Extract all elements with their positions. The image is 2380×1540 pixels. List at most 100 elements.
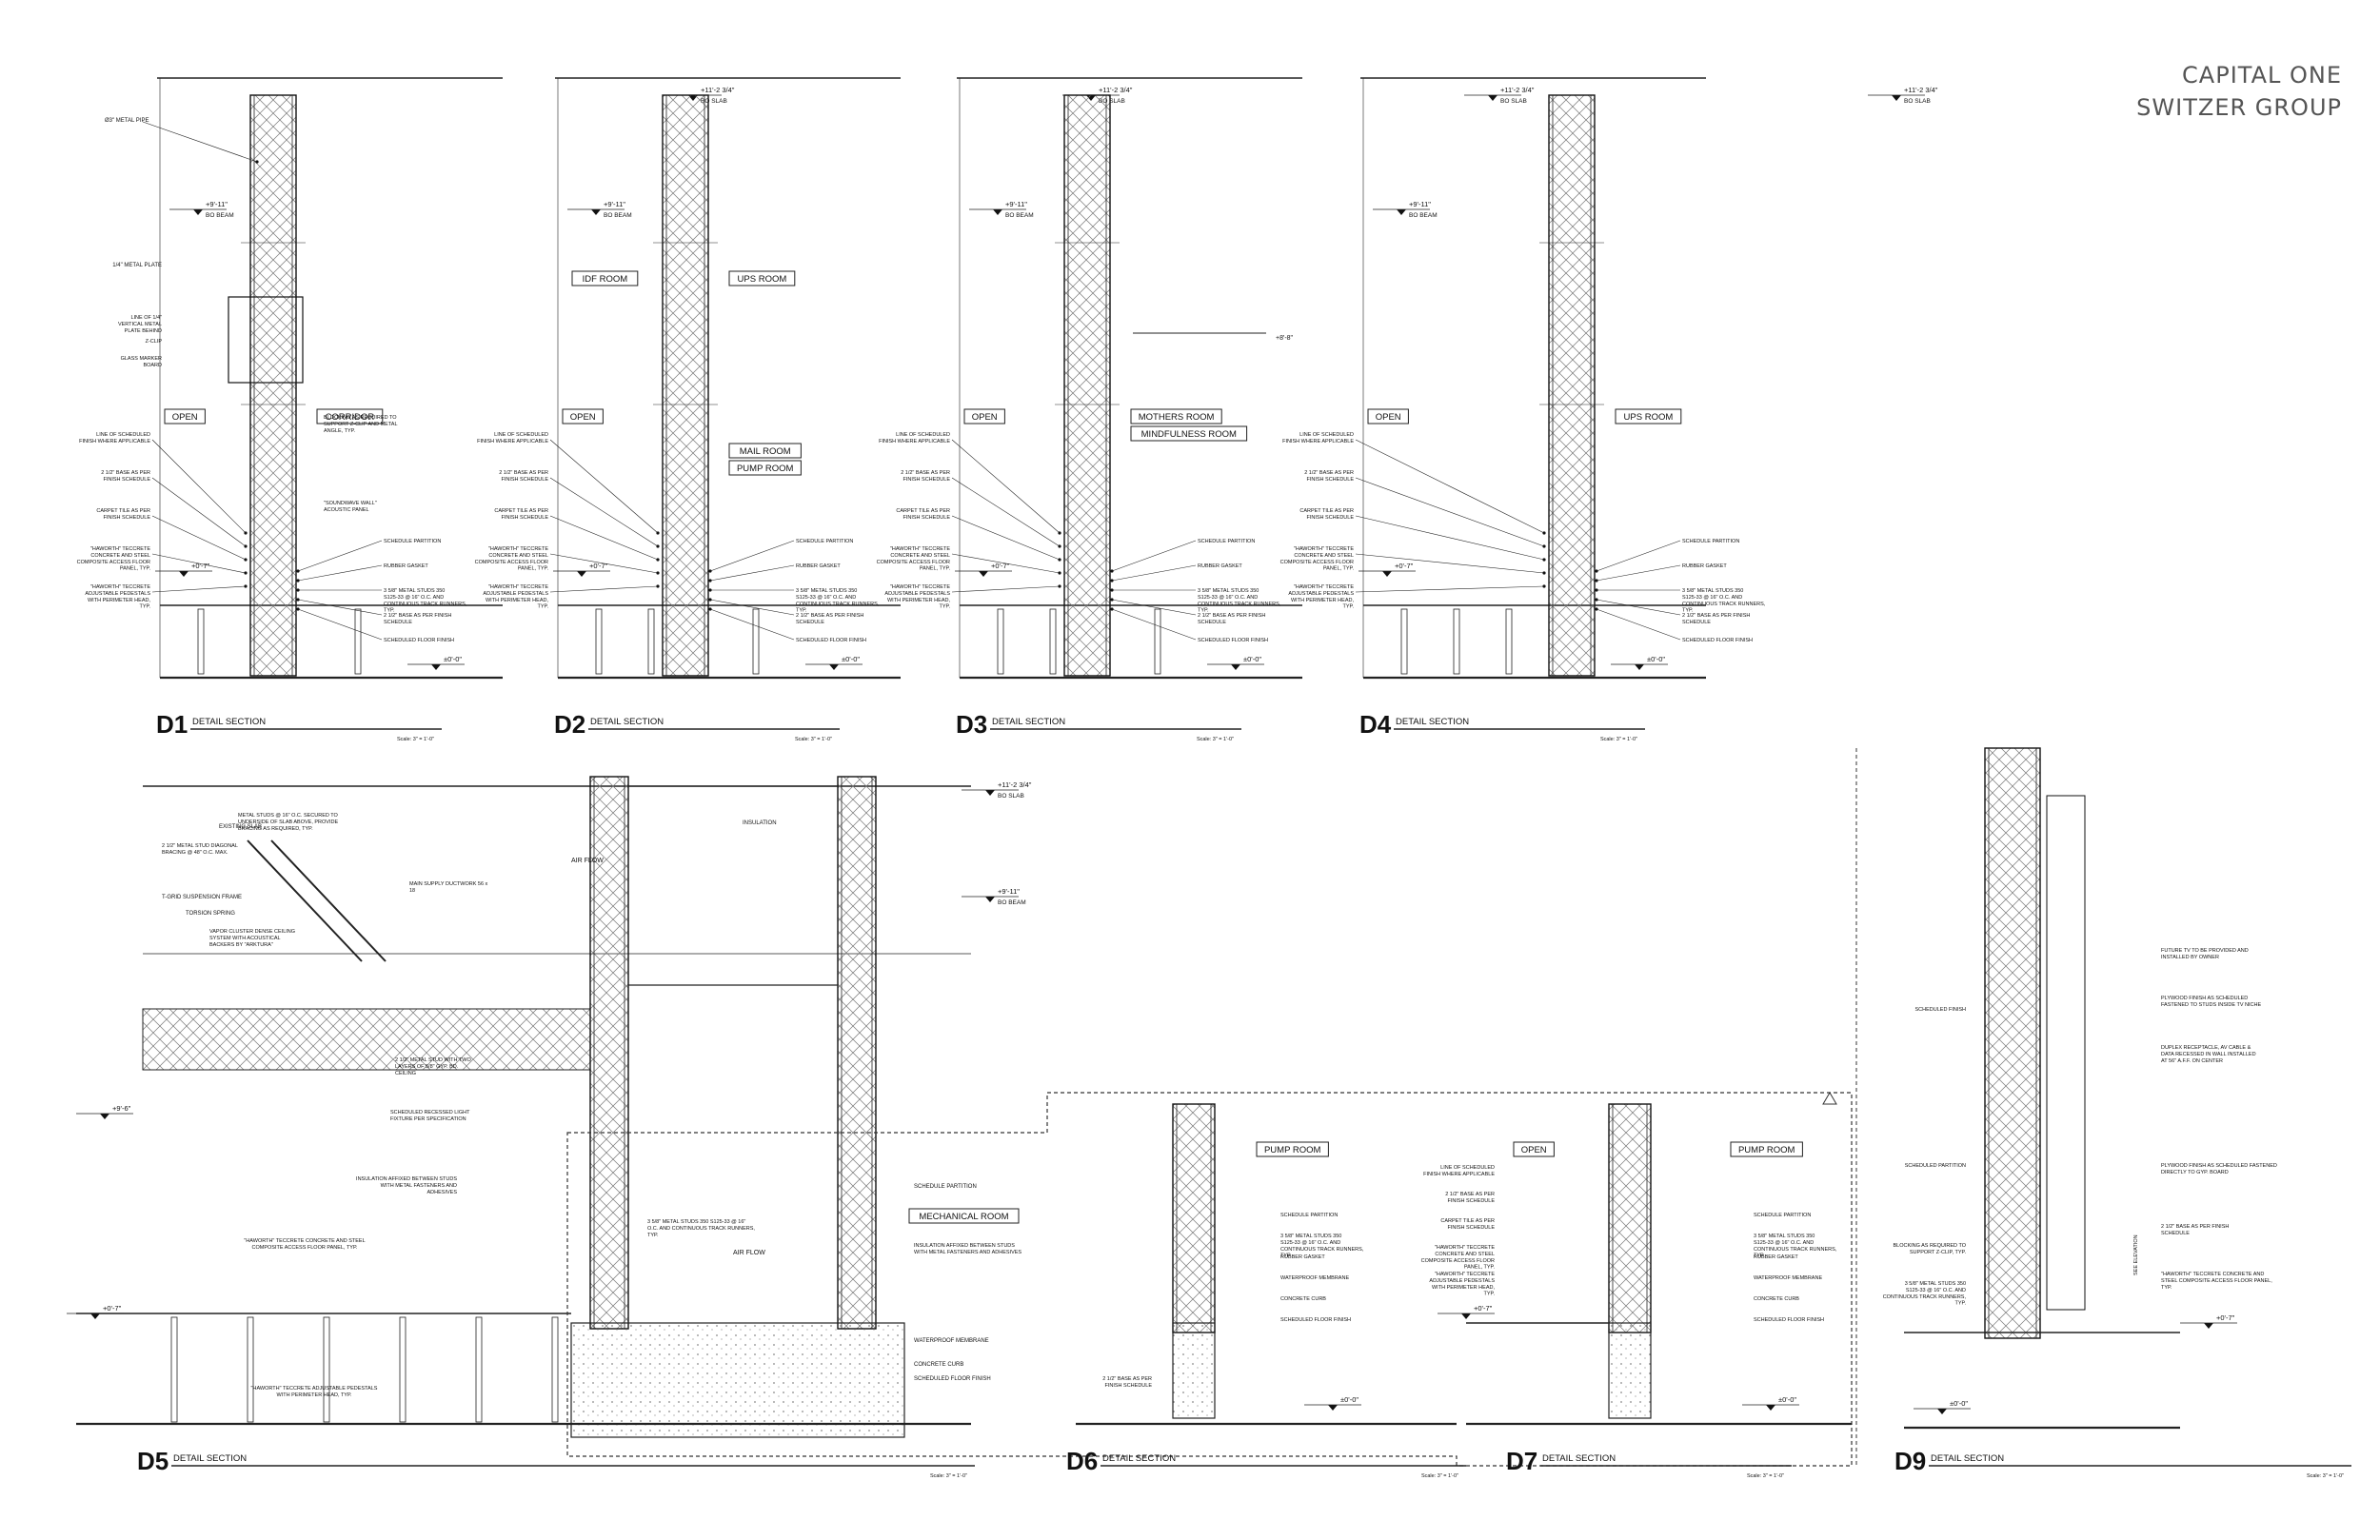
note-line: FIXTURE PER SPECIFICATION (390, 1116, 466, 1122)
note-line: PLYWOOD FINISH AS SCHEDULED (2161, 996, 2248, 1001)
note-line: SCHEDULE PARTITION (796, 539, 853, 544)
leader-dot (1058, 584, 1061, 588)
acoustic-note: "SOUNDWAVE WALL"ACOUSTIC PANEL (324, 501, 377, 513)
d9-finish-note: SCHEDULED FINISH (1915, 1007, 1967, 1013)
elevation-marker: +9'-11"BO BEAM (1373, 200, 1438, 219)
note-line: LINE OF SCHEDULED (1299, 432, 1354, 438)
studs-above-note: METAL STUDS @ 16" O.C. SECURED TOUNDERSI… (238, 813, 339, 832)
note-line: SCHEDULE (1682, 620, 1711, 625)
elevation-triangle (1892, 95, 1901, 101)
stud-partition (1063, 94, 1111, 677)
note-line: "HAWORTH" TECCRETE CONCRETE AND STEEL (244, 1238, 365, 1244)
note-line: S125-33 @ 16" O.C. AND (796, 595, 856, 601)
note-line: TYP. (537, 604, 548, 610)
note-line: TYP. (796, 608, 807, 614)
elevation-triangle (1766, 1405, 1775, 1411)
leader-line (151, 477, 247, 547)
note-line: FINISH SCHEDULE (1447, 1198, 1495, 1204)
leader-line (297, 540, 383, 572)
note-line: FINISH WHERE APPLICABLE (79, 439, 150, 444)
room-tag-label: MECHANICAL ROOM (919, 1212, 1008, 1222)
note-line: S125-33 @ 16" O.C. AND (1906, 1288, 1966, 1293)
note-line: WITH PERIMETER HEAD, (1291, 598, 1354, 603)
elevation-label: BO BEAM (206, 212, 234, 219)
elevation-value: ±0'-0" (444, 655, 462, 663)
note-line: "HAWORTH" TECCRETE (1294, 584, 1354, 590)
elevation-label: BO BEAM (604, 212, 632, 219)
leader-dot (1110, 588, 1114, 592)
note-line: RUBBER GASKET (796, 563, 841, 569)
note-line: SCHEDULED FLOOR FINISH (796, 638, 866, 643)
note-line: "HAWORTH" TECCRETE CONCRETE AND (2161, 1272, 2264, 1277)
elevation-triangle (993, 209, 1002, 215)
note-line: CARPET TILE AS PER (96, 508, 150, 514)
elevation-value: +9'-11" (206, 200, 228, 208)
note-line: WITH PERIMETER HEAD, TYP. (277, 1392, 352, 1398)
air-flow-label-lower: AIR FLOW (733, 1250, 765, 1256)
pedestal (475, 1316, 483, 1423)
elevation-marker: +11'-2 3/4"BO SLAB (1464, 86, 1535, 105)
note-line: BLOCKING AS REQUIRED TO (324, 415, 397, 421)
glass-marker-board (228, 296, 304, 384)
leader-dot (1058, 544, 1061, 548)
detail-id: D1 (156, 710, 188, 739)
note-line: "HAWORTH" TECCRETE ADJUSTABLE PEDESTALS (251, 1386, 378, 1392)
note-line: 2 1/2" BASE AS PER FINISH (1682, 613, 1750, 619)
note-line: SUPPORT Z-CLIP AND METAL (324, 422, 398, 427)
elevation-triangle (431, 664, 441, 670)
room-tag-box (1615, 408, 1682, 424)
waterproof-note: WATERPROOF MEMBRANE (914, 1338, 989, 1344)
note-line: AT 56" A.F.F. ON CENTER (2161, 1058, 2223, 1064)
elevation-marker: +9'-11"BO BEAM (567, 200, 632, 219)
leader-line (151, 553, 247, 574)
room-tag-box (1367, 408, 1409, 424)
stud-partition (662, 94, 709, 677)
note-line: RUBBER GASKET (1280, 1254, 1325, 1260)
wall-outline (1548, 94, 1596, 677)
note-line: PANEL, TYP. (920, 566, 951, 572)
elevation-value: +11'-2 3/4" (1904, 86, 1938, 94)
note-line: INSTALLED BY OWNER (2161, 955, 2219, 960)
elevation-value: ±0'-0" (1647, 655, 1665, 663)
note-line: FINISH SCHEDULE (1306, 477, 1354, 483)
elevation-marker: +9'-6" (76, 1104, 133, 1119)
note-line: "HAWORTH" TECCRETE (890, 584, 950, 590)
wall-outline (1984, 747, 2041, 1339)
note-line: ADJUSTABLE PEDESTALS (1288, 591, 1354, 597)
note-line: SCHEDULED FLOOR FINISH (1198, 638, 1268, 643)
note-line: SYSTEM WITH ACOUSTICAL (209, 936, 281, 941)
elevation-value: +0'-7" (191, 562, 210, 570)
note-line: TYP. (1483, 1292, 1495, 1297)
room-tag-open: OPEN (164, 408, 206, 424)
note-line: SCHEDULED FLOOR FINISH (1280, 1317, 1351, 1323)
note-line: DUPLEX RECEPTACLE, AV CABLE & (2161, 1045, 2251, 1051)
note-line: FUTURE TV TO BE PROVIDED AND (2161, 948, 2249, 954)
elevation-triangle (90, 1313, 100, 1319)
note-line: S125-33 @ 16" O.C. AND (1198, 595, 1258, 601)
leader-line (549, 585, 659, 593)
leader-dot (1542, 584, 1546, 588)
leader-dot (296, 598, 300, 602)
room-tag-box (571, 270, 639, 286)
leader-line (951, 439, 1061, 534)
detail-id: D6 (1066, 1447, 1098, 1475)
note-line: INSULATION AFFIXED BETWEEN STUDS (914, 1243, 1015, 1249)
room-tag-corridor: CORRIDOR (316, 408, 384, 424)
d7-right-note: RUBBER GASKET (1754, 1254, 1798, 1260)
note-line: SCHEDULE PARTITION (1280, 1213, 1338, 1218)
note-line: PANEL, TYP. (518, 566, 549, 572)
